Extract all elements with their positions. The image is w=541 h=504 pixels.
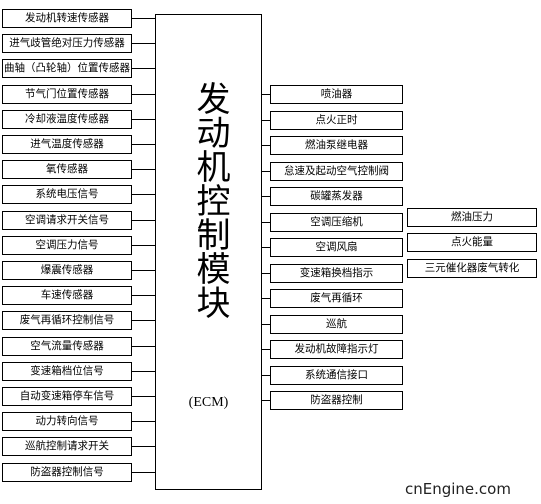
input-signal-box: 冷却液温度传感器 (2, 110, 132, 129)
additional-output-box: 点火能量 (407, 233, 537, 252)
input-signal-box: 进气歧管绝对压力传感器 (2, 34, 132, 53)
output-actuator-box: 巡航 (270, 315, 403, 334)
output-actuator-box: 空调风扇 (270, 238, 403, 257)
input-signal-box: 进气温度传感器 (2, 135, 132, 154)
additional-output-box: 三元催化器废气转化 (407, 259, 537, 278)
input-signal-box: 空气流量传感器 (2, 337, 132, 356)
input-signal-box: 爆震传感器 (2, 261, 132, 280)
input-signal-box: 曲轴（凸轮轴）位置传感器 (2, 59, 132, 78)
input-signal-box: 氧传感器 (2, 160, 132, 179)
output-actuator-box: 变速箱换档指示 (270, 264, 403, 283)
input-signal-box: 自动变速箱停车信号 (2, 387, 132, 406)
input-signal-box: 防盗器控制信号 (2, 463, 132, 482)
output-actuator-box: 防盗器控制 (270, 391, 403, 410)
input-signal-box: 变速箱档位信号 (2, 362, 132, 381)
output-actuator-box: 喷油器 (270, 85, 403, 104)
output-actuator-box: 燃油泵继电器 (270, 136, 403, 155)
input-signal-box: 动力转向信号 (2, 412, 132, 431)
input-signal-box: 系统电压信号 (2, 185, 132, 204)
output-actuator-box: 空调压缩机 (270, 213, 403, 232)
ecm-subtitle: (ECM) (188, 395, 229, 410)
output-actuator-box: 系统通信接口 (270, 366, 403, 385)
input-signal-box: 空调压力信号 (2, 236, 132, 255)
ecm-block: 发动机控制模块 (ECM) (155, 14, 262, 490)
watermark-text: cnEngine.com (405, 480, 511, 498)
output-actuator-box: 废气再循环 (270, 289, 403, 308)
output-actuator-box: 怠速及起动空气控制阀 (270, 162, 403, 181)
input-signal-box: 废气再循环控制信号 (2, 311, 132, 330)
ecm-title: 发动机控制模块 (190, 81, 230, 319)
output-actuator-box: 发动机故障指示灯 (270, 340, 403, 359)
input-signal-box: 空调请求开关信号 (2, 211, 132, 230)
output-actuator-box: 碳罐蒸发器 (270, 187, 403, 206)
input-signal-box: 车速传感器 (2, 286, 132, 305)
additional-output-box: 燃油压力 (407, 208, 537, 227)
output-actuator-box: 点火正时 (270, 111, 403, 130)
input-signal-box: 发动机转速传感器 (2, 9, 132, 28)
input-signal-box: 节气门位置传感器 (2, 85, 132, 104)
input-signal-box: 巡航控制请求开关 (2, 437, 132, 456)
